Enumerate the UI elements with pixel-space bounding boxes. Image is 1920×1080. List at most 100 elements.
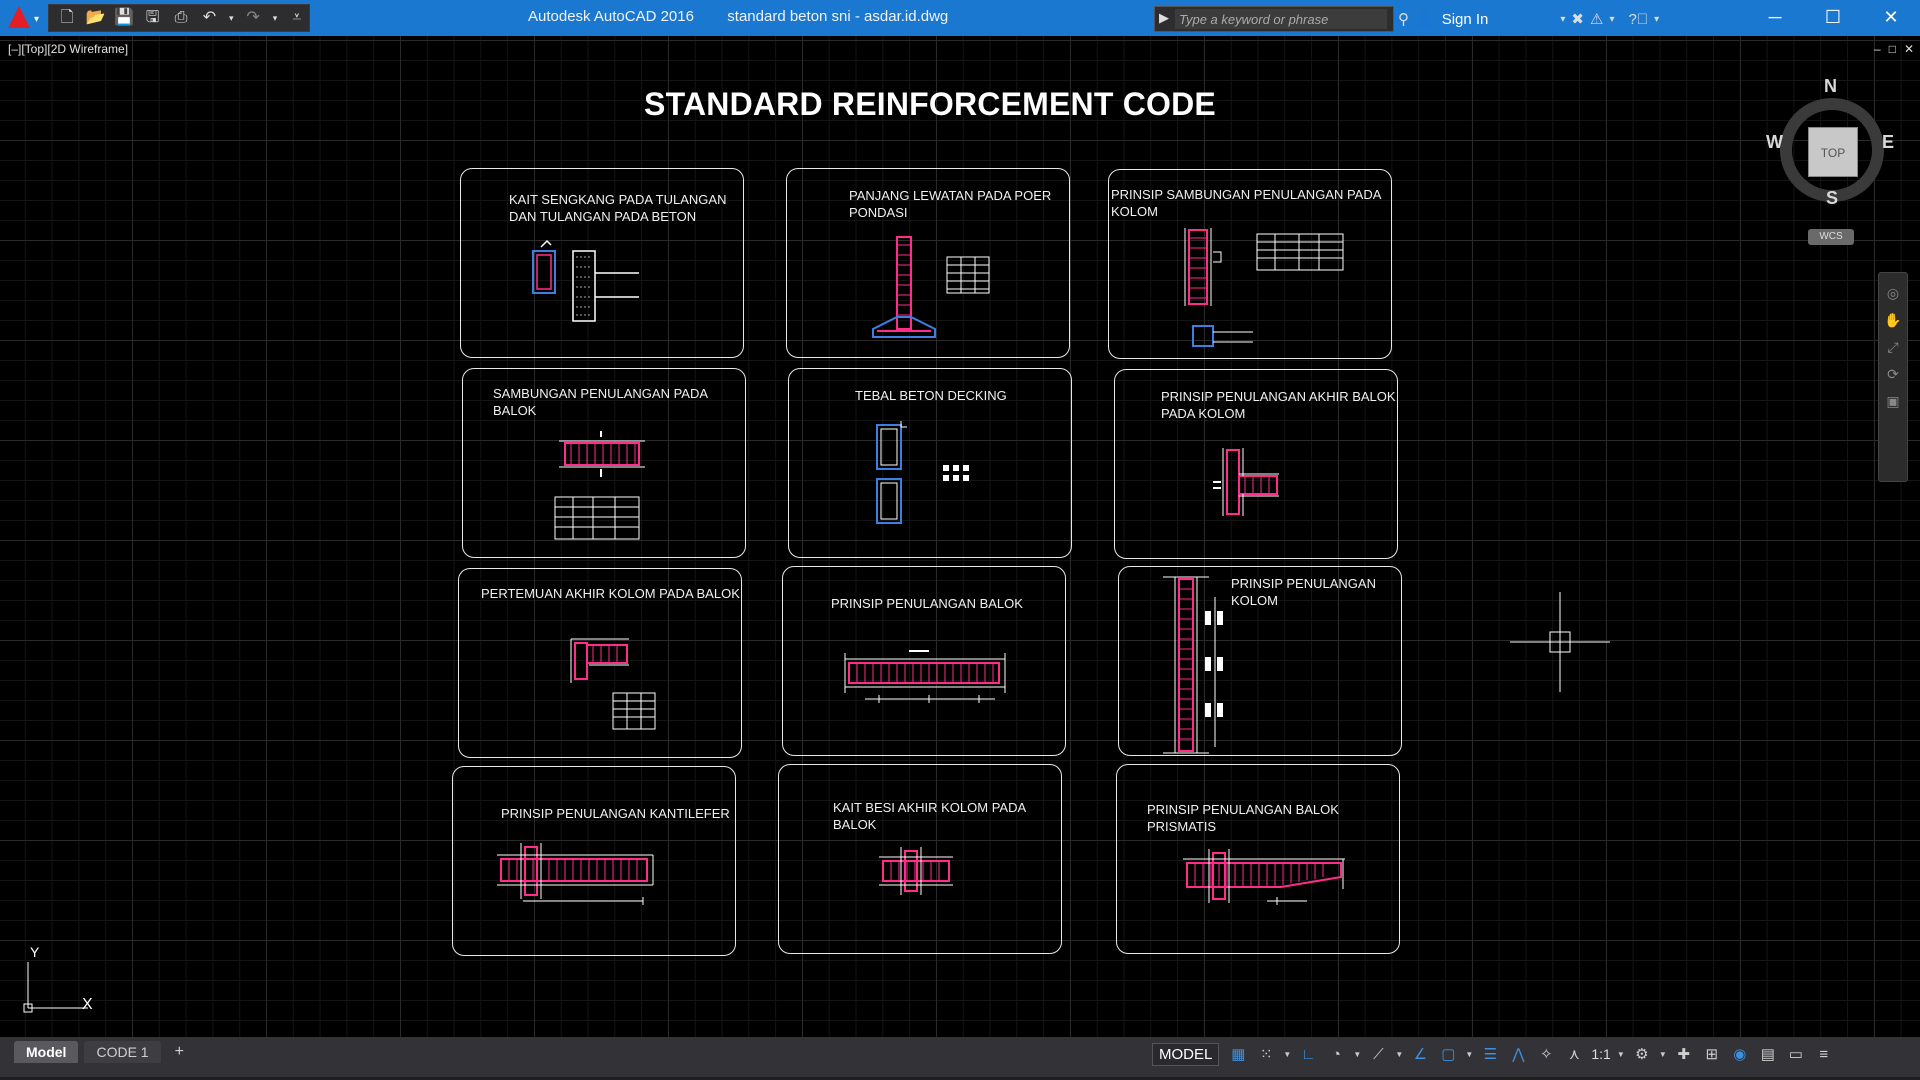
customization-menu-icon[interactable]: ≡ — [1819, 1045, 1829, 1063]
app-name: Autodesk AutoCAD 2016 — [528, 8, 694, 25]
ucs-axes-icon — [23, 962, 88, 1013]
chevron-down-icon: ▾ — [34, 14, 40, 25]
chevron-down-icon[interactable]: ▾ — [1654, 13, 1660, 25]
open-icon[interactable]: 📂 — [85, 9, 106, 26]
ucs-icon[interactable]: Y X — [18, 940, 108, 1020]
hardware-acceleration-icon[interactable]: ▤ — [1760, 1046, 1775, 1063]
chevron-down-icon[interactable]: ▼ — [1658, 1049, 1667, 1059]
saveas-icon[interactable]: 🖫 — [145, 9, 160, 26]
zoom-extents-icon[interactable]: ⤢ — [1887, 339, 1899, 355]
application-menu-button[interactable]: ▾ — [4, 4, 46, 32]
a360-icon[interactable]: ⚠ — [1590, 11, 1604, 28]
window-controls: ─ ☐ ✕ — [1746, 0, 1920, 36]
viewport-restore-button[interactable]: □ — [1888, 42, 1896, 56]
drawing-canvas[interactable]: [–][Top][2D Wireframe] – □ ✕ STANDARD RE… — [0, 36, 1920, 1037]
polar-icon[interactable]: ◔ — [1331, 1045, 1341, 1063]
viewport-window-controls: – □ ✕ — [1874, 42, 1914, 56]
isodraft-icon[interactable]: ⟋ — [1373, 1045, 1384, 1063]
panel-title: PRINSIP PENULANGAN AKHIR BALOK PADA KOLO… — [1161, 389, 1396, 421]
tab-model[interactable]: Model — [14, 1041, 79, 1063]
viewcube-top-face[interactable]: TOP — [1808, 127, 1858, 177]
isolate-objects-icon[interactable]: ◉ — [1733, 1046, 1747, 1063]
plot-icon[interactable]: ⎙ — [174, 9, 188, 26]
exchange-icon[interactable]: ✖ — [1571, 11, 1584, 28]
detail-panel-penulangan-balok[interactable]: PRINSIP PENULANGAN BALOK — [782, 566, 1066, 756]
detail-panel-penulangan-kolom[interactable]: PRINSIP PENULANGAN KOLOM — [1118, 566, 1402, 756]
undo-icon[interactable]: ↶ — [202, 9, 217, 26]
save-icon[interactable]: 💾 — [114, 9, 135, 26]
chevron-down-icon[interactable]: ▾ — [1609, 13, 1615, 25]
detail-drawing — [1184, 228, 1344, 347]
detail-panel-kait-besi-akhir[interactable]: KAIT BESI AKHIR KOLOM PADA BALOK — [778, 764, 1062, 954]
new-icon[interactable]: 🗋 — [60, 9, 74, 26]
compass-west[interactable]: W — [1766, 132, 1783, 152]
auto-scale-icon[interactable]: ✧ — [1540, 1046, 1553, 1063]
viewport-minimize-button[interactable]: – — [1874, 42, 1881, 56]
annotation-scale-value[interactable]: 1:1 — [1591, 1046, 1611, 1062]
compass-north[interactable]: N — [1824, 76, 1837, 96]
close-button[interactable]: ✕ — [1883, 7, 1899, 27]
object-snap-tracking-icon[interactable]: ∠ — [1413, 1046, 1428, 1063]
detail-panel-sambungan-balok[interactable]: SAMBUNGAN PENULANGAN PADA BALOK — [462, 368, 746, 558]
help-icon[interactable]: ?⃝ — [1628, 10, 1649, 28]
detail-panel-kait-sengkang[interactable]: KAIT SENGKANG PADA TULANGAN DAN TULANGAN… — [460, 168, 744, 358]
compass-east[interactable]: E — [1882, 132, 1895, 152]
annotation-visibility-icon[interactable]: ⋀ — [1512, 1046, 1525, 1063]
annotation-scale-icon[interactable]: ⋏ — [1568, 1046, 1580, 1063]
ucs-y-label: Y — [30, 944, 40, 960]
detail-panel-pertemuan-akhir-kolom[interactable]: PERTEMUAN AKHIR KOLOM PADA BALOK — [458, 568, 742, 758]
viewport-controls-label[interactable]: [–][Top][2D Wireframe] — [8, 42, 129, 56]
panel-title: PRINSIP PENULANGAN KANTILEFER — [501, 806, 730, 821]
viewcube[interactable]: N S E W TOP WCS — [1766, 76, 1896, 246]
panel-title: PRINSIP SAMBUNGAN PENULANGAN PADA KOLOM — [1111, 187, 1381, 219]
expand-search-icon[interactable]: ▶ — [1159, 10, 1169, 25]
detail-panel-sambungan-kolom[interactable]: PRINSIP SAMBUNGAN PENULANGAN PADA KOLOM — [1108, 169, 1392, 359]
wcs-menu-button[interactable]: WCS — [1808, 229, 1854, 245]
detail-panel-kantilefer[interactable]: PRINSIP PENULANGAN KANTILEFER — [452, 766, 736, 956]
model-space-button[interactable]: MODEL — [1152, 1042, 1220, 1066]
orbit-icon[interactable]: ⟳ — [1887, 366, 1899, 382]
chevron-down-icon[interactable]: ▼ — [1283, 1049, 1292, 1059]
chevron-down-icon[interactable]: ▼ — [1465, 1049, 1474, 1059]
customize-toolbar-icon[interactable]: ⩡ — [292, 9, 302, 26]
maximize-button[interactable]: ☐ — [1824, 7, 1842, 27]
redo-dropdown-icon[interactable]: ▾ — [272, 13, 278, 23]
detail-panel-tebal-decking[interactable]: TEBAL BETON DECKING — [788, 368, 1072, 558]
detail-panel-panjang-lewatan[interactable]: PANJANG LEWATAN PADA POER PONDASI — [786, 168, 1070, 358]
tab-code-1[interactable]: CODE 1 — [84, 1041, 161, 1063]
redo-icon[interactable]: ↷ — [246, 9, 260, 26]
search-input[interactable] — [1175, 9, 1387, 29]
chevron-down-icon[interactable]: ▼ — [1395, 1049, 1404, 1059]
panel-title: KAIT SENGKANG PADA TULANGAN DAN TULANGAN… — [509, 192, 727, 224]
object-snap-icon[interactable]: ▢ — [1441, 1046, 1456, 1063]
panel-title: PRINSIP PENULANGAN KOLOM — [1231, 576, 1376, 608]
undo-dropdown-icon[interactable]: ▾ — [229, 13, 234, 23]
chevron-down-icon[interactable]: ▾ — [1560, 13, 1566, 25]
workspace-gear-icon[interactable]: ⚙ — [1635, 1046, 1649, 1063]
minimize-button[interactable]: ─ — [1768, 7, 1782, 27]
annotation-monitor-icon[interactable]: ✚ — [1677, 1046, 1691, 1063]
snap-icon[interactable]: ⁙ — [1260, 1046, 1273, 1063]
binoculars-icon[interactable]: ⚲ — [1398, 11, 1409, 28]
detail-panel-balok-prismatis[interactable]: PRINSIP PENULANGAN BALOK PRISMATIS — [1116, 764, 1400, 954]
ortho-icon[interactable]: ∟ — [1301, 1045, 1316, 1063]
drawing-title: STANDARD REINFORCEMENT CODE — [644, 86, 1216, 122]
detail-drawing — [1213, 448, 1279, 516]
chevron-down-icon[interactable]: ▼ — [1616, 1049, 1625, 1059]
detail-panel-akhir-balok-kolom[interactable]: PRINSIP PENULANGAN AKHIR BALOK PADA KOLO… — [1114, 369, 1398, 559]
clean-screen-icon[interactable]: ▭ — [1788, 1046, 1803, 1063]
user-icon[interactable]: 👤 — [1415, 11, 1434, 28]
steering-wheel-icon[interactable]: ◎ — [1886, 285, 1900, 301]
sign-in-button[interactable]: Sign In — [1441, 10, 1489, 28]
grid-icon[interactable]: ▦ — [1231, 1046, 1246, 1063]
compass-south[interactable]: S — [1826, 188, 1839, 208]
showmotion-icon[interactable]: ▣ — [1886, 393, 1900, 409]
detail-drawing — [872, 236, 990, 338]
document-name: standard beton sni - asdar.id.dwg — [727, 8, 949, 25]
pan-icon[interactable]: ✋ — [1884, 312, 1902, 328]
viewport-close-button[interactable]: ✕ — [1903, 42, 1914, 56]
add-layout-button[interactable]: + — [174, 1043, 184, 1060]
chevron-down-icon[interactable]: ▼ — [1353, 1049, 1362, 1059]
lineweight-icon[interactable]: ☰ — [1483, 1046, 1498, 1063]
units-icon[interactable]: ⊞ — [1705, 1046, 1719, 1063]
